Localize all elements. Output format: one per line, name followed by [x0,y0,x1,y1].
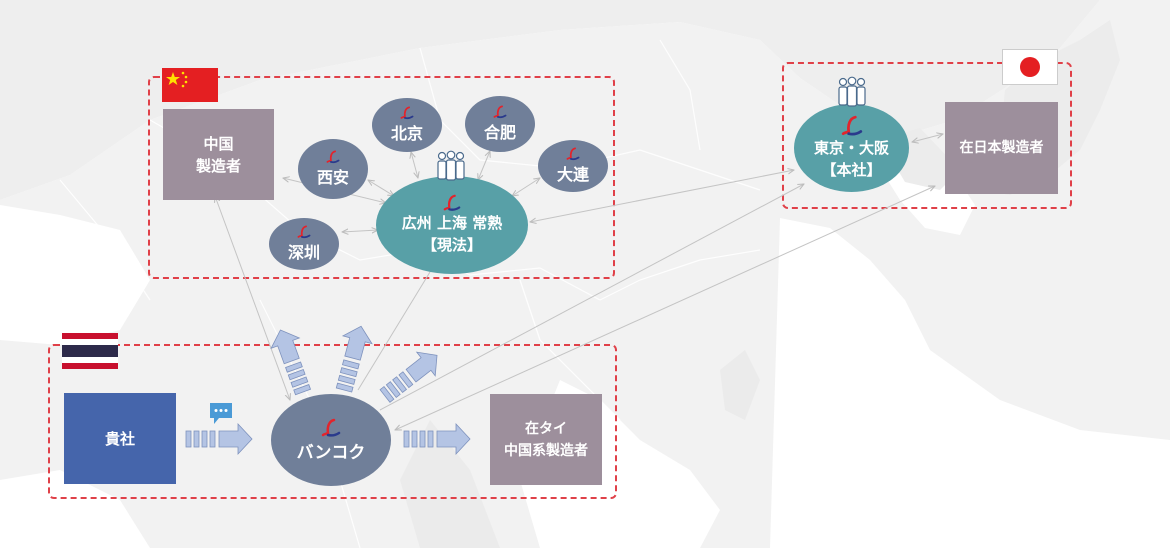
china-flag [162,68,218,102]
thai-manufacturer-box: 在タイ 中国系製造者 [490,394,602,485]
japan-flag [1002,49,1058,85]
city-label-xian: 西安 [316,168,349,187]
china-hub: 広州 上海 常熟 【現法】 [376,176,528,274]
japan-manufacturer-label: 在日本製造者 [959,140,1044,156]
city-xian: 西安 [298,139,368,199]
company-logo-icon [566,147,580,161]
company-logo-icon [326,150,340,164]
company-logo-icon [297,225,311,239]
client-label: 貴社 [104,429,135,448]
thai-manufacturer-line2: 中国系製造者 [504,442,588,459]
bangkok-hub-label: バンコク [296,442,366,463]
city-label-shenzhen: 深圳 [287,243,320,262]
bangkok-hub: バンコク [271,394,391,486]
company-logo-icon [841,115,862,136]
city-hefei: 合肥 [465,96,535,152]
china-manufacturer-line1: 中国 [203,134,234,153]
china-manufacturer-line2: 製造者 [195,156,241,175]
company-logo-icon [400,106,414,120]
japan-manufacturer-box: 在日本製造者 [945,102,1058,194]
china-manufacturer-box: 中国 製造者 [163,109,274,200]
bangkok-to-china-manufacturer-arrow [265,324,318,398]
japan-hub-line2: 【本社】 [821,161,882,179]
city-label-beijing: 北京 [390,124,423,143]
japan-hub: 東京・大阪 【本社】 [794,104,909,192]
city-dalian: 大連 [538,140,608,192]
city-label-dalian: 大連 [556,165,589,184]
company-logo-icon [493,105,507,119]
people-group-icon [838,76,866,107]
city-shenzhen: 深圳 [269,218,339,270]
china-hub-line1: 広州 上海 常熟 [401,214,503,232]
company-logo-icon [443,194,461,211]
client-to-bangkok-arrow [185,423,253,455]
people-group-icon [437,150,465,181]
chat-bubble-icon [210,403,232,424]
bangkok-to-japan-arrow [375,343,447,409]
client-box: 貴社 [64,393,176,484]
city-beijing: 北京 [372,98,442,152]
thai-manufacturer-line1: 在タイ [525,420,567,437]
bangkok-to-thai-manufacturer-arrow [403,423,471,455]
japan-hub-line1: 東京・大阪 [813,139,889,157]
bangkok-to-china-hub-arrow [329,321,376,395]
company-logo-icon [321,418,341,437]
city-label-hefei: 合肥 [483,123,516,142]
thailand-flag [62,333,118,369]
china-hub-line2: 【現法】 [421,236,482,254]
